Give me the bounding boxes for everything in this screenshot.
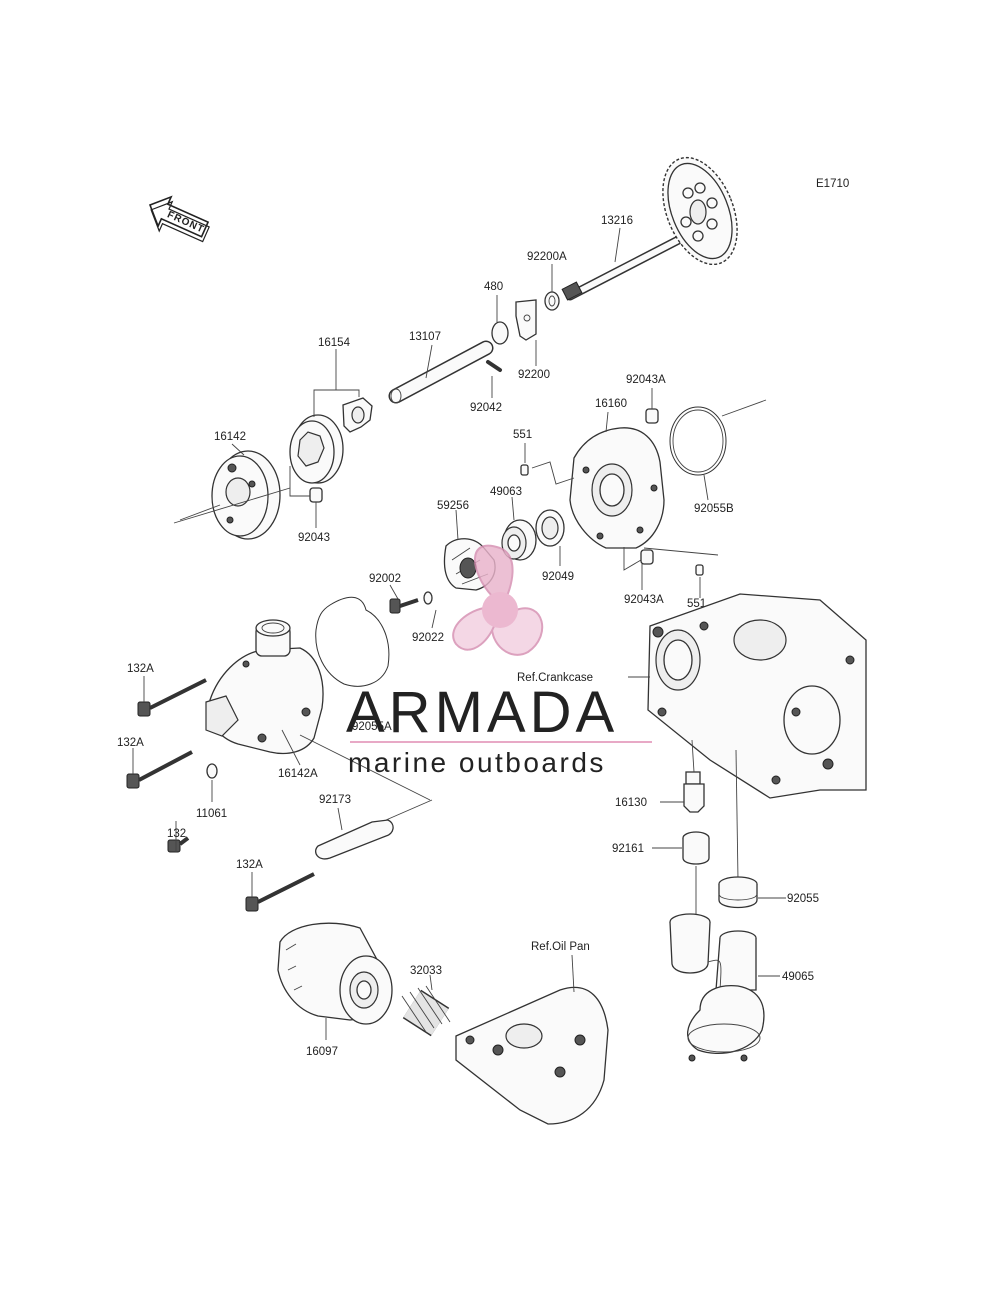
o-ring-92055B	[669, 406, 727, 476]
shaft-13107	[388, 340, 494, 404]
pin-92042	[486, 360, 502, 372]
part-label-49065: 49065	[782, 971, 814, 983]
housing-16142A	[205, 619, 324, 755]
part-label-92042: 92042	[470, 402, 502, 414]
part-label-132: 132	[167, 828, 186, 840]
watermark-brand: ARMADA	[346, 680, 618, 745]
strainer-49065	[669, 913, 765, 1062]
part-label-92043: 92043	[298, 532, 330, 544]
oil-filter-16097	[277, 922, 393, 1025]
propeller-logo-icon	[452, 544, 544, 656]
part-label-92043A-top: 92043A	[626, 374, 666, 386]
washer-92200A	[544, 291, 560, 311]
bracket-92173	[315, 819, 394, 860]
part-label-16142A: 16142A	[278, 768, 318, 780]
part-label-13216: 13216	[601, 215, 633, 227]
bolt-132A-2	[126, 750, 193, 789]
part-label-32033: 32033	[410, 965, 442, 977]
part-label-551-top: 551	[513, 429, 532, 441]
watermark-tagline: marine outboards	[348, 747, 606, 778]
seal-49063	[501, 519, 537, 561]
dowel-92043	[309, 487, 323, 503]
ref-oil-pan-label: Ref.Oil Pan	[531, 941, 590, 953]
circlip-480	[491, 321, 509, 345]
part-label-16097: 16097	[306, 1046, 338, 1058]
watermark: ARMADA marine outboards	[346, 544, 652, 778]
part-label-11061: 11061	[196, 808, 227, 820]
part-label-92055B: 92055B	[694, 503, 734, 515]
part-label-132A-3: 132A	[236, 859, 263, 871]
part-label-13107: 13107	[409, 331, 441, 343]
plate-92200	[515, 299, 537, 341]
washer-11061	[206, 763, 218, 779]
front-arrow-icon: FRONT	[148, 195, 210, 243]
bolt-132A-1	[137, 678, 207, 717]
part-label-16142: 16142	[214, 431, 246, 443]
gear-shaft-13216	[561, 156, 738, 301]
dowel-92043A-top	[645, 408, 659, 424]
pump-cover-16160	[569, 427, 665, 549]
part-label-551-bottom: 551	[687, 598, 706, 610]
pipe-32033	[401, 985, 451, 1037]
bolt-92002	[389, 598, 419, 614]
diagram-code: E1710	[816, 178, 849, 190]
part-label-92049: 92049	[542, 571, 574, 583]
part-label-92161: 92161	[612, 843, 644, 855]
part-label-132A-1: 132A	[127, 663, 154, 675]
crankcase	[647, 593, 867, 881]
part-label-49063: 49063	[490, 486, 522, 498]
oil-pan	[455, 986, 609, 1125]
o-ring-92055	[718, 876, 758, 909]
dowel-551-bottom	[695, 564, 704, 576]
part-label-92200A: 92200A	[527, 251, 567, 263]
dowel-92043A-bottom	[640, 549, 654, 565]
collar-92161	[682, 831, 710, 865]
washer-92022	[423, 591, 433, 605]
ref-crankcase-label: Ref.Crankcase	[517, 672, 593, 684]
part-label-92055: 92055	[787, 893, 819, 905]
part-label-92173: 92173	[319, 794, 351, 806]
part-label-16154: 16154	[318, 337, 351, 349]
part-label-92022: 92022	[412, 632, 444, 644]
bolt-132	[167, 836, 190, 853]
part-label-480: 480	[484, 281, 503, 293]
part-label-92002: 92002	[369, 573, 401, 585]
part-label-16130: 16130	[615, 797, 647, 809]
rotor-outer-16154	[289, 414, 344, 484]
part-label-16160: 16160	[595, 398, 627, 410]
dowel-551-top	[520, 464, 529, 476]
part-label-92043A-bottom: 92043A	[624, 594, 664, 606]
seal-92049	[535, 509, 565, 547]
part-label-92200: 92200	[518, 369, 550, 381]
rotor-inner-16154	[342, 397, 373, 433]
bolt-132A-3	[245, 872, 315, 912]
o-ring-92055A	[315, 596, 390, 687]
part-label-59256: 59256	[437, 500, 469, 512]
part-label-92055A: 92055A	[352, 721, 392, 733]
pump-body-16142	[211, 450, 281, 540]
part-label-132A-2: 132A	[117, 737, 144, 749]
fitting-16130	[683, 771, 705, 813]
